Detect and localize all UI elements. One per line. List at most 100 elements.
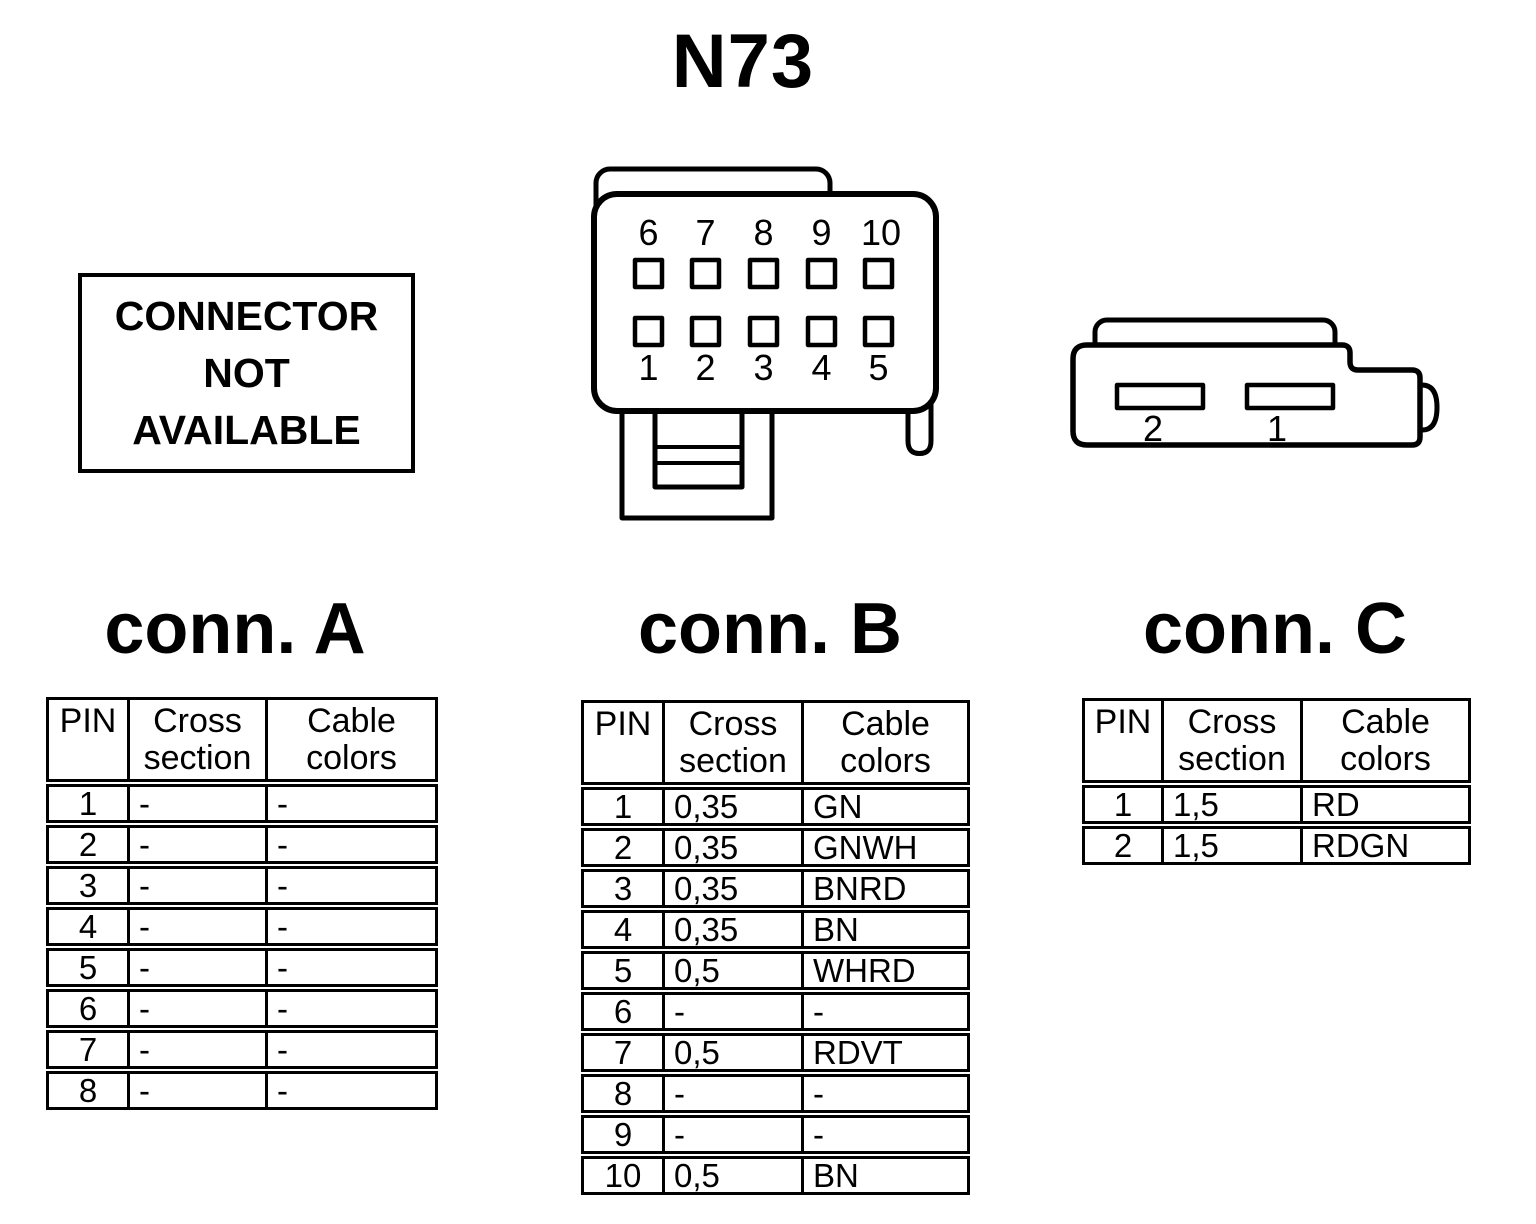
connector-c-graphic: 2 1 [1070, 317, 1440, 449]
cable-color-cell: RD [1303, 785, 1471, 824]
pin-cell: 9 [581, 1115, 665, 1154]
pin-cavity-6 [632, 257, 665, 290]
cross-section-cell: - [130, 1071, 268, 1110]
table-row: 8-- [46, 1071, 438, 1110]
cross-section-cell: - [130, 948, 268, 987]
pin-cavity-4 [805, 315, 838, 348]
cross-section-cell: 0,35 [665, 828, 804, 867]
pin-number-label: 7 [695, 212, 715, 253]
pin-cell: 3 [581, 869, 665, 908]
pin-number-label: 2 [695, 347, 715, 388]
pin-cavity-10 [862, 257, 895, 290]
column-header: PIN [46, 697, 130, 782]
pin-number-label: 2 [1143, 408, 1163, 449]
table-row: 4-- [46, 907, 438, 946]
cross-section-cell: 0,35 [665, 787, 804, 826]
pin-cavity-9 [805, 257, 838, 290]
cable-color-cell: RDVT [804, 1033, 970, 1072]
cable-color-cell: GN [804, 787, 970, 826]
connector-b-graphic: 6 7 8 9 10 1 2 3 4 5 [591, 166, 939, 521]
pin-cavity-1 [632, 315, 665, 348]
pin-cell: 8 [581, 1074, 665, 1113]
table-row: 6-- [46, 989, 438, 1028]
cross-section-cell: 1,5 [1164, 785, 1303, 824]
connector-not-available-box: CONNECTOR NOT AVAILABLE [78, 273, 415, 473]
pin-cell: 2 [46, 825, 130, 864]
pin-cavity-7 [689, 257, 722, 290]
column-header: Cross section [130, 697, 268, 782]
cable-color-cell: BNRD [804, 869, 970, 908]
pin-cavity-5 [862, 315, 895, 348]
cross-section-cell: - [665, 1074, 804, 1113]
cable-color-cell: BN [804, 910, 970, 949]
pin-cavity-2 [689, 315, 722, 348]
na-box-line: NOT [203, 349, 290, 396]
pin-cell: 2 [581, 828, 665, 867]
pin-cell: 8 [46, 1071, 130, 1110]
cross-section-cell: 0,5 [665, 951, 804, 990]
page-title: N73 [671, 19, 815, 104]
cable-color-cell: - [268, 1030, 438, 1069]
cross-section-cell: - [130, 784, 268, 823]
connector-housing [591, 191, 939, 414]
column-header: Cross section [665, 700, 804, 785]
pin-number-label: 1 [1267, 408, 1287, 449]
terminal-slot-1 [1244, 382, 1336, 411]
pin-number-label: 10 [861, 212, 901, 253]
table-row: 9-- [581, 1115, 970, 1154]
cross-section-cell: - [130, 1030, 268, 1069]
cable-color-cell: - [268, 866, 438, 905]
pin-cell: 7 [46, 1030, 130, 1069]
pin-number-label: 8 [753, 212, 773, 253]
column-header: Cable colors [1303, 698, 1471, 783]
cross-section-cell: 0,5 [665, 1033, 804, 1072]
pin-cell: 6 [581, 992, 665, 1031]
cable-color-cell: - [268, 1071, 438, 1110]
pin-cell: 4 [581, 910, 665, 949]
cable-color-cell: BN [804, 1156, 970, 1195]
table-row: 5-- [46, 948, 438, 987]
cross-section-cell: - [665, 992, 804, 1031]
pin-number-label: 5 [868, 347, 888, 388]
cable-color-cell: WHRD [804, 951, 970, 990]
pin-cavity-8 [747, 257, 780, 290]
cable-color-cell: RDGN [1303, 826, 1471, 865]
conn-b-title: conn. B [638, 589, 902, 669]
pin-cell: 1 [1082, 785, 1164, 824]
cable-color-cell: - [804, 1115, 970, 1154]
column-header: PIN [1082, 698, 1164, 783]
pin-number-label: 4 [811, 347, 831, 388]
cable-color-cell: - [268, 948, 438, 987]
cross-section-cell: 0,5 [665, 1156, 804, 1195]
table-row: 8-- [581, 1074, 970, 1113]
pin-cell: 1 [581, 787, 665, 826]
pin-number-label: 9 [811, 212, 831, 253]
pin-number-label: 3 [753, 347, 773, 388]
cross-section-cell: 0,35 [665, 910, 804, 949]
cross-section-cell: - [130, 907, 268, 946]
cross-section-cell: - [130, 866, 268, 905]
cross-section-cell: - [665, 1115, 804, 1154]
column-header: Cross section [1164, 698, 1303, 783]
cross-section-cell: - [130, 825, 268, 864]
pin-number-label: 1 [638, 347, 658, 388]
na-box-line: AVAILABLE [132, 406, 361, 453]
column-header: PIN [581, 700, 665, 785]
conn-a-title: conn. A [104, 589, 366, 669]
cross-section-cell: - [130, 989, 268, 1028]
pin-cell: 3 [46, 866, 130, 905]
cable-color-cell: - [804, 1074, 970, 1113]
pin-cell: 7 [581, 1033, 665, 1072]
pin-cell: 1 [46, 784, 130, 823]
